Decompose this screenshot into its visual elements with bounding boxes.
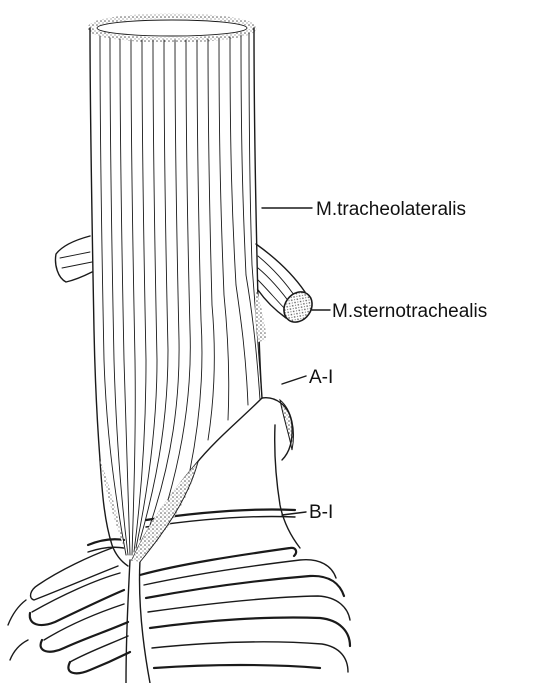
label-tracheolateralis: M.tracheolateralis [316, 199, 466, 220]
left-bronchus [8, 548, 130, 673]
sternotrachealis-cross-section [278, 286, 318, 327]
trachea [90, 16, 262, 555]
label-b1: B-I [309, 502, 333, 523]
leader-lines [262, 208, 330, 515]
sternotrachealis-muscle [55, 236, 317, 342]
right-bronchus [126, 548, 350, 683]
a1-membrane [100, 398, 262, 562]
muscle-fibers [100, 33, 262, 555]
label-sternotrachealis: M.sternotrachealis [332, 301, 487, 322]
label-a1: A-I [309, 367, 333, 388]
